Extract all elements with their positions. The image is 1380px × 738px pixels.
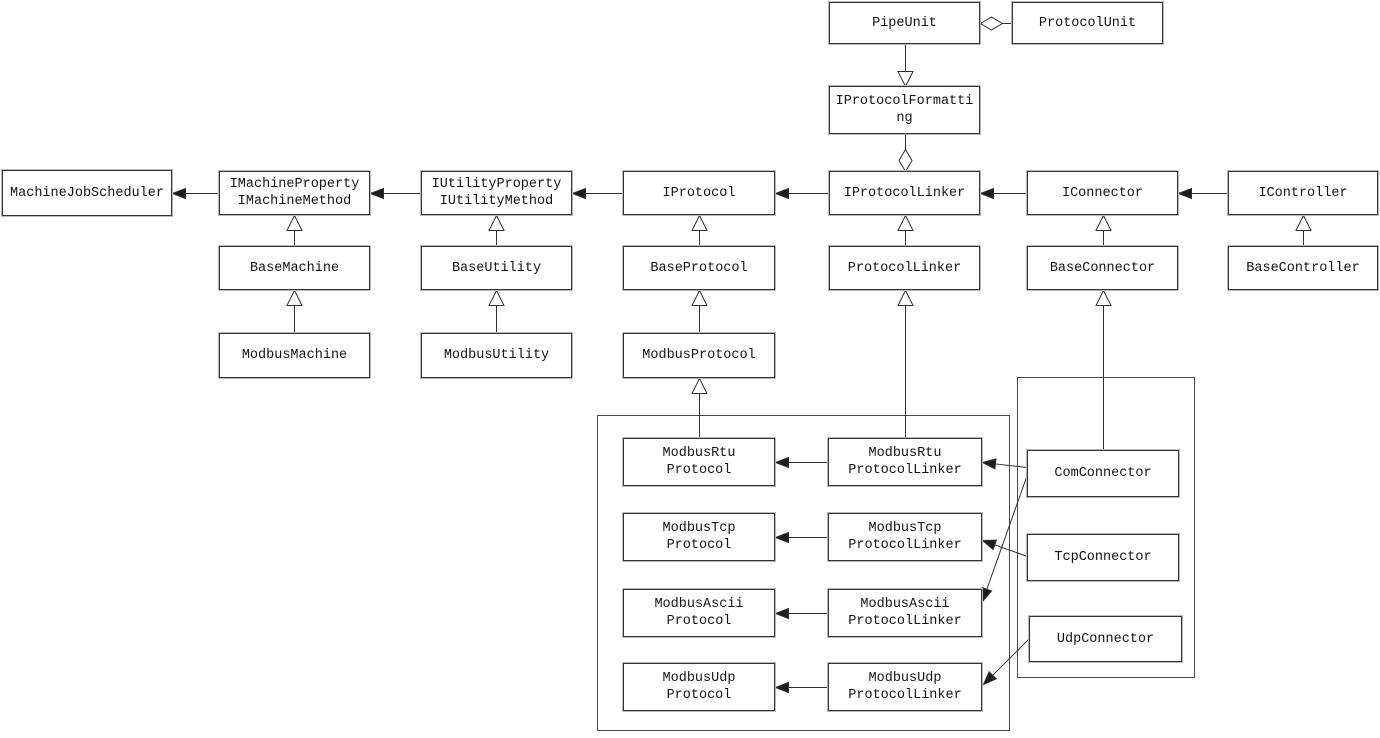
arrow-head-i_protocol_linker-to-i_protocol [774, 187, 789, 200]
class-box-modbus-udp-protocol: ModbusUdp Protocol [623, 663, 775, 711]
class-box-base-protocol: BaseProtocol [623, 246, 775, 290]
modbus-classes-group-frame [597, 415, 1010, 731]
class-box-tcp-connector: TcpConnector [1027, 534, 1179, 581]
class-box-machine-job-scheduler: MachineJobScheduler [2, 170, 172, 216]
arrow-head-udp_connector-to-modbus_udp_protocol_linker [982, 670, 998, 686]
arrow-head-modbus_udp_protocol_linker-to-modbus_udp_protocol [774, 681, 789, 694]
class-box-iprotocol-formatting: IProtocolFormatti ng [829, 86, 980, 134]
edge-com_connector-to-modbus_ascii_protocol_linker [986, 474, 1028, 590]
generalization-head-modbus_machine-to-base_machine [286, 289, 303, 306]
class-box-pipe-unit: PipeUnit [829, 2, 980, 44]
class-box-modbus-ascii-protocol-linker: ModbusAscii ProtocolLinker [828, 589, 982, 637]
arrow-head-i_protocol-to-i_utility [571, 187, 586, 200]
generalization-head-com_connector-to-base_connector [1095, 289, 1112, 306]
generalization-head-modbus_rtu_protocol_linker-to-protocol_linker [897, 289, 914, 306]
edge-tcp_connector-to-modbus_tcp_protocol_linker [994, 544, 1028, 557]
class-box-modbus-tcp-protocol: ModbusTcp Protocol [623, 513, 775, 561]
class-box-iprotocol: IProtocol [623, 171, 775, 215]
class-box-base-utility: BaseUtility [421, 246, 572, 290]
class-box-icontroller: IController [1228, 171, 1378, 215]
generalization-head-modbus_protocol-to-base_protocol [691, 289, 708, 306]
arrow-head-tcp_connector-to-modbus_tcp_protocol_linker [981, 539, 998, 551]
generalization-head-base_protocol-to-i_protocol [691, 214, 708, 231]
class-box-modbus-utility: ModbusUtility [421, 333, 572, 378]
class-box-iprotocol-linker: IProtocolLinker [829, 171, 980, 215]
class-box-base-machine: BaseMachine [219, 246, 370, 290]
class-box-udp-connector: UdpConnector [1029, 616, 1182, 662]
class-box-iutility-property-method: IUtilityProperty IUtilityMethod [421, 171, 572, 215]
arrow-head-i_utility-to-i_machine [369, 187, 384, 200]
arrow-head-modbus_rtu_protocol_linker-to-modbus_rtu_protocol [774, 456, 789, 469]
class-box-iconnector: IConnector [1027, 171, 1178, 215]
connector-classes-group-frame [1017, 377, 1195, 678]
class-box-base-controller: BaseController [1228, 246, 1378, 290]
arrow-head-i_controller-to-i_connector [1177, 187, 1192, 200]
class-box-protocol-unit: ProtocolUnit [1012, 2, 1163, 44]
class-box-modbus-rtu-protocol-linker: ModbusRtu ProtocolLinker [828, 438, 982, 486]
aggregation-head-protocol_unit-to-pipe_unit [979, 16, 1004, 31]
class-box-com-connector: ComConnector [1027, 450, 1179, 497]
edge-udp_connector-to-modbus_udp_protocol_linker [992, 638, 1030, 676]
arrow-head-i_connector-to-i_protocol_linker [979, 187, 994, 200]
generalization-head-pipe_unit-to-i_protocol_formatting [897, 71, 914, 88]
arrow-head-modbus_tcp_protocol_linker-to-modbus_tcp_protocol [774, 531, 789, 544]
arrow-head-com_connector-to-modbus_rtu_protocol_linker [981, 458, 997, 470]
generalization-head-modbus_rtu_protocol-to-modbus_protocol [691, 377, 708, 394]
generalization-head-base_machine-to-i_machine [286, 214, 303, 231]
arrow-head-i_machine-to-machine_job_scheduler [171, 187, 186, 200]
class-box-modbus-protocol: ModbusProtocol [623, 333, 775, 378]
class-box-modbus-ascii-protocol: ModbusAscii Protocol [623, 589, 775, 637]
generalization-head-protocol_linker-to-i_protocol_linker [897, 214, 914, 231]
class-box-imachine-property-method: IMachineProperty IMachineMethod [219, 171, 370, 215]
generalization-head-base_controller-to-i_controller [1295, 214, 1312, 231]
arrow-head-com_connector-to-modbus_ascii_protocol_linker [981, 586, 993, 603]
aggregation-head-i_protocol_formatting-to-i_protocol_linker [898, 148, 913, 173]
class-box-modbus-rtu-protocol: ModbusRtu Protocol [623, 438, 775, 486]
class-box-base-connector: BaseConnector [1027, 246, 1178, 290]
class-box-protocol-linker: ProtocolLinker [829, 246, 980, 290]
edge-com_connector-to-modbus_rtu_protocol_linker [995, 463, 1028, 468]
class-box-modbus-udp-protocol-linker: ModbusUdp ProtocolLinker [828, 663, 982, 711]
generalization-head-base_connector-to-i_connector [1095, 214, 1112, 231]
arrow-head-modbus_ascii_protocol_linker-to-modbus_ascii_protocol [774, 607, 789, 620]
generalization-head-modbus_utility-to-base_utility [488, 289, 505, 306]
class-box-modbus-machine: ModbusMachine [219, 333, 370, 378]
class-box-modbus-tcp-protocol-linker: ModbusTcp ProtocolLinker [828, 513, 982, 561]
generalization-head-base_utility-to-i_utility [488, 214, 505, 231]
